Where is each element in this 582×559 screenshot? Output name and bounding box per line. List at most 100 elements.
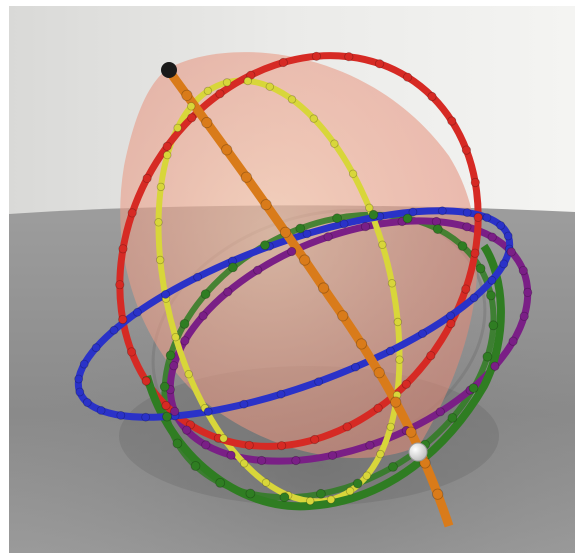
orange-ring-bead	[261, 200, 271, 210]
yellow-ring-bead	[187, 103, 195, 111]
yellow-ring-bead	[306, 497, 314, 505]
red-ring-bead	[343, 423, 351, 431]
yellow-ring-bead	[174, 124, 182, 132]
yellow-ring-bead	[244, 77, 252, 85]
green-ring-bead	[369, 210, 378, 219]
blue-ring-bead	[117, 411, 125, 419]
purple-ring-bead	[171, 407, 179, 415]
red-ring-bead	[116, 281, 124, 289]
red-ring-bead	[142, 377, 150, 385]
yellow-ring-bead	[377, 450, 385, 458]
blue-ring-bead	[500, 260, 508, 268]
blue-ring-bead	[352, 363, 360, 371]
yellow-ring-bead	[266, 83, 274, 91]
orange-ring-bead	[182, 90, 192, 100]
yellow-ring-bead	[156, 256, 164, 264]
blue-ring-bead	[315, 378, 323, 386]
blue-ring-bead	[277, 390, 285, 398]
blue-ring-bead	[470, 294, 478, 302]
blue-ring-bead	[488, 276, 496, 284]
green-ring-bead	[433, 225, 442, 234]
green-ring-bead	[180, 319, 189, 328]
yellow-ring-bead	[220, 435, 228, 443]
orange-ring-bead	[222, 145, 232, 155]
green-ring-bead	[483, 352, 492, 361]
orange-ring-bead	[356, 339, 366, 349]
red-ring-bead	[345, 53, 353, 61]
yellow-ring-bead	[240, 460, 248, 468]
green-ring-bead	[163, 412, 172, 421]
green-ring-bead	[173, 439, 182, 448]
yellow-ring-bead	[388, 280, 396, 288]
yellow-ring-bead	[379, 241, 387, 249]
purple-ring-bead	[183, 426, 191, 434]
red-ring-bead	[462, 146, 470, 154]
orange-ring-bead	[241, 172, 251, 182]
blue-ring-bead	[438, 207, 446, 215]
red-ring-bead	[277, 442, 285, 450]
red-ring-bead	[428, 92, 436, 100]
purple-ring-bead	[436, 408, 444, 416]
blue-ring-bead	[340, 220, 348, 228]
yellow-ring-bead	[262, 479, 270, 487]
green-ring-bead	[487, 291, 496, 300]
yellow-ring-bead	[185, 370, 193, 378]
red-ring-bead	[402, 380, 410, 388]
red-ring-bead	[427, 352, 435, 360]
red-ring-bead	[128, 209, 136, 217]
yellow-ring-bead	[331, 140, 339, 148]
blue-ring-bead	[83, 399, 91, 407]
green-ring-bead	[353, 479, 362, 488]
green-ring-bead	[448, 413, 457, 422]
green-ring-bead	[191, 462, 200, 471]
blue-ring-bead	[483, 214, 491, 222]
purple-ring-bead	[507, 248, 515, 256]
green-ring-bead	[403, 214, 412, 223]
orange-ring-bead	[433, 489, 443, 499]
blue-ring-bead	[133, 308, 141, 316]
blue-ring-bead	[497, 222, 505, 230]
orange-ring-bead	[406, 427, 416, 437]
yellow-ring-bead	[172, 333, 180, 341]
purple-ring-bead	[254, 266, 262, 274]
purple-ring-bead	[519, 266, 527, 274]
purple-ring-bead	[491, 362, 499, 370]
blue-ring-bead	[75, 375, 83, 383]
purple-ring-bead	[227, 451, 235, 459]
red-ring-bead	[462, 285, 470, 293]
purple-ring-bead	[463, 223, 471, 231]
purple-ring-bead	[170, 362, 178, 370]
yellow-ring-bead	[327, 496, 335, 504]
green-ring-bead	[166, 351, 175, 360]
red-ring-bead	[119, 315, 127, 323]
purple-ring-bead	[181, 337, 189, 345]
purple-ring-bead	[520, 312, 528, 320]
red-ring-bead	[127, 348, 135, 356]
red-ring-bead	[216, 90, 224, 98]
blue-ring-bead	[162, 290, 170, 298]
purple-ring-bead	[292, 456, 300, 464]
red-ring-bead	[375, 60, 383, 68]
red-ring-bead	[374, 404, 382, 412]
yellow-ring-bead	[164, 151, 172, 159]
purple-ring-bead	[328, 451, 336, 459]
purple-ring-bead	[488, 233, 496, 241]
red-ring-bead	[311, 435, 319, 443]
green-ring-bead	[296, 224, 305, 233]
blue-ring-bead	[240, 400, 248, 408]
blue-ring-bead	[463, 209, 471, 217]
yellow-ring-bead	[155, 219, 163, 227]
red-ring-bead	[403, 73, 411, 81]
green-ring-bead	[160, 382, 169, 391]
yellow-ring-bead	[346, 487, 354, 495]
top-pole-marker	[161, 62, 177, 78]
purple-ring-bead	[199, 312, 207, 320]
orange-ring-bead	[202, 117, 212, 127]
blue-ring-bead	[504, 232, 512, 240]
red-ring-bead	[474, 213, 482, 221]
purple-ring-bead	[224, 288, 232, 296]
orange-ring-bead	[280, 227, 290, 237]
purple-ring-bead	[202, 441, 210, 449]
orange-ring-bead	[338, 311, 348, 321]
red-ring-bead	[119, 245, 127, 253]
